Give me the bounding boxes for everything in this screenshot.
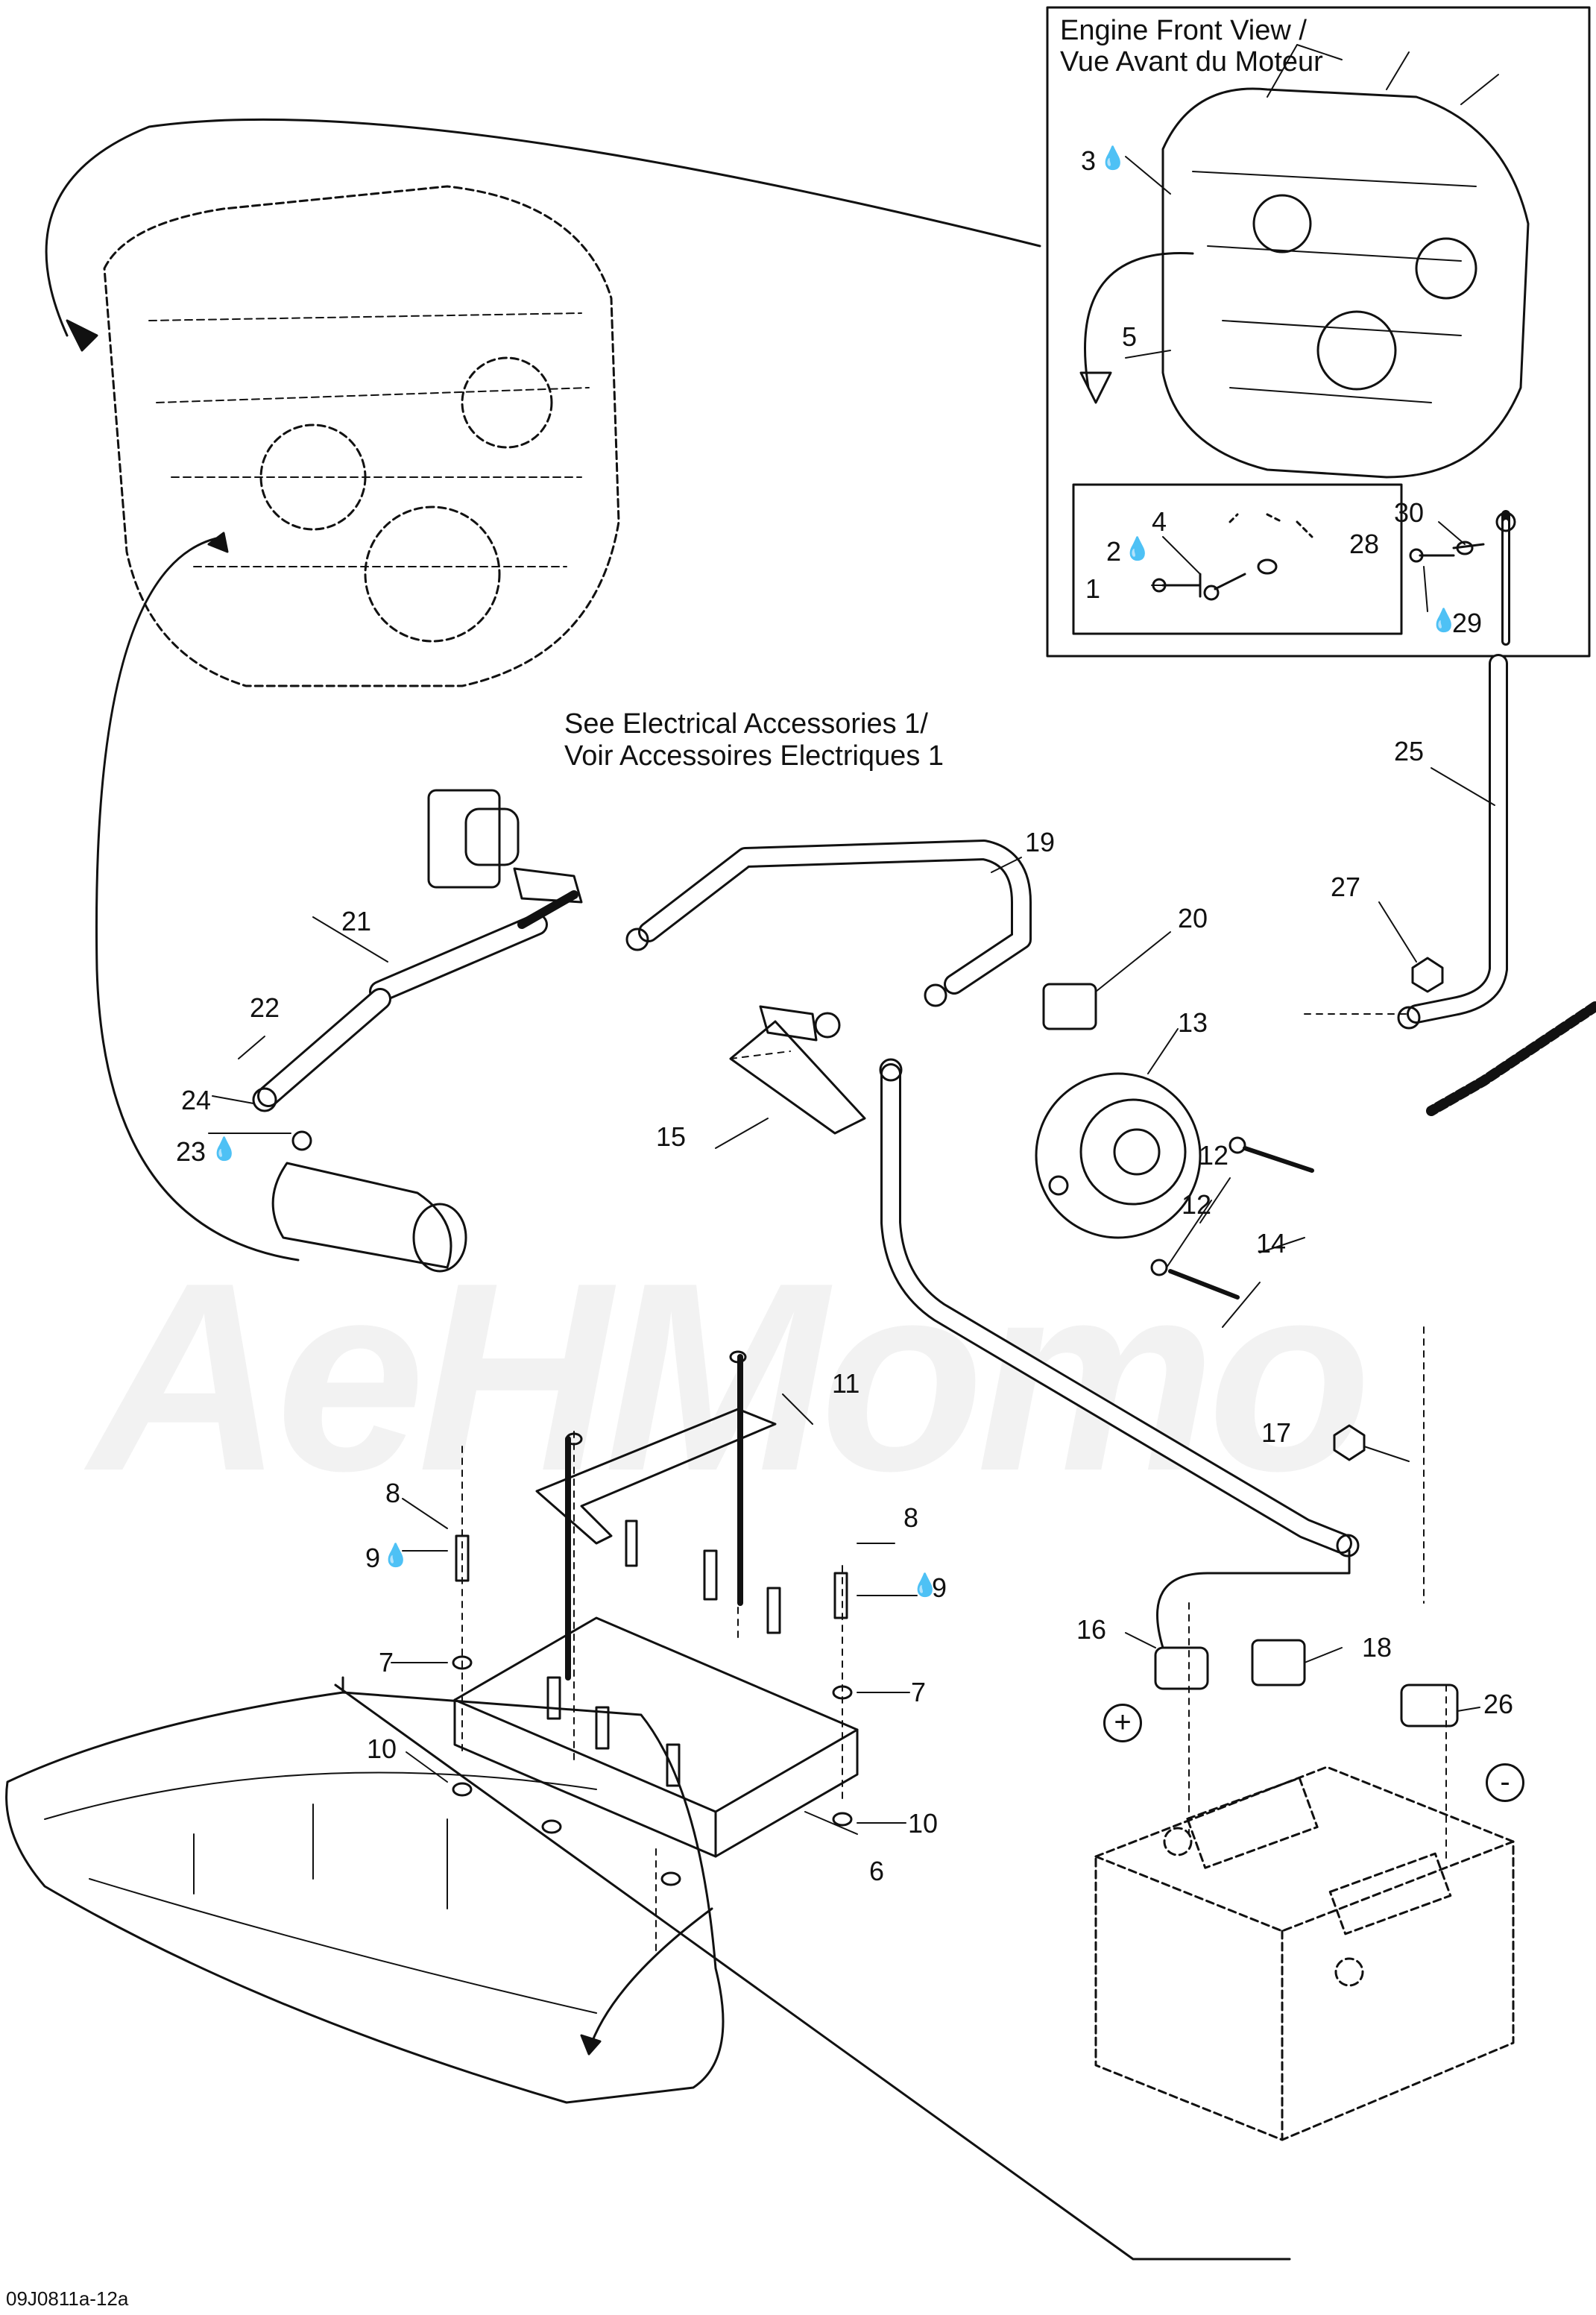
callout-leaders <box>208 156 1495 1835</box>
callout-9b: 9 <box>932 1572 947 1603</box>
leader-engine-to-starter <box>95 535 300 1262</box>
drawing-code: 09J0811a-12a <box>6 2287 129 2310</box>
callout-1: 1 <box>1085 573 1101 604</box>
terminal-cover-15 <box>729 1005 866 1135</box>
callout-24: 24 <box>181 1085 212 1115</box>
leader-engine-to-inset <box>45 118 1041 337</box>
battery <box>1094 1766 1515 2141</box>
callout-18: 18 <box>1362 1632 1392 1663</box>
lubricant-drop-icon: 💧 <box>1099 146 1127 171</box>
clamp-cover-18 <box>1251 1639 1306 1686</box>
inset-title-line1: Engine Front View / <box>1060 15 1307 46</box>
callout-23: 23 <box>176 1136 206 1167</box>
callout-15: 15 <box>656 1121 687 1152</box>
callout-19: 19 <box>1025 827 1056 857</box>
note-line1: See Electrical Accessories 1/ <box>564 708 928 740</box>
callout-20: 20 <box>1178 903 1208 933</box>
callout-2: 2 <box>1106 536 1122 567</box>
callout-28: 28 <box>1349 529 1380 559</box>
callout-14: 14 <box>1256 1228 1287 1259</box>
terminal-cover-20 <box>1042 983 1097 1030</box>
negative-clamp-26 <box>1400 1684 1459 1727</box>
assembly-lines <box>461 1013 1447 1954</box>
callout-7b: 7 <box>911 1677 927 1707</box>
positive-terminal-symbol: + <box>1103 1704 1142 1742</box>
callout-6: 6 <box>869 1856 885 1886</box>
bolts <box>455 1354 848 1787</box>
nut-17 <box>1333 1424 1366 1461</box>
nut-27 <box>1411 957 1444 993</box>
callout-25: 25 <box>1394 736 1425 766</box>
callout-13: 13 <box>1178 1007 1208 1038</box>
lubricant-drop-icon: 💧 <box>210 1137 239 1162</box>
washers <box>452 1350 853 1886</box>
callout-5: 5 <box>1122 321 1138 352</box>
negative-terminal-symbol: - <box>1486 1763 1524 1802</box>
lubricant-drop-icon: 💧 <box>382 1543 410 1568</box>
cable-19 <box>625 840 1032 1007</box>
watermark: AeHMomo <box>89 1227 1372 1527</box>
boat-hull <box>5 1691 725 2104</box>
solenoid <box>427 789 583 904</box>
callout-29: 29 <box>1452 608 1483 638</box>
callout-12b: 12 <box>1182 1189 1212 1220</box>
positive-clamp-16 <box>1154 1646 1209 1690</box>
callout-8b: 8 <box>903 1502 919 1533</box>
ground-cable-25 <box>1397 654 1596 1116</box>
callout-4: 4 <box>1152 506 1167 537</box>
cable-21 <box>252 890 578 1112</box>
callout-17: 17 <box>1261 1417 1292 1448</box>
callout-9: 9 <box>365 1543 381 1573</box>
callout-10: 10 <box>367 1733 397 1764</box>
fastener-detail-box <box>1072 483 1403 635</box>
callout-8: 8 <box>385 1478 401 1508</box>
circuit-breaker-13 <box>1035 1072 1202 1239</box>
note-line2: Voir Accessoires Electriques 1 <box>564 740 944 772</box>
lubricant-drop-icon: 💧 <box>1430 608 1458 633</box>
callout-22: 22 <box>250 992 280 1023</box>
leader-boat <box>334 1684 1291 2261</box>
callout-11: 11 <box>832 1368 860 1399</box>
lubricant-drop-icon: 💧 <box>911 1573 939 1598</box>
callout-27: 27 <box>1331 872 1361 902</box>
positive-cable <box>879 1058 1360 1557</box>
callout-10b: 10 <box>908 1808 939 1839</box>
battery-tray-6 <box>453 1616 859 1858</box>
callout-21: 21 <box>341 906 372 936</box>
lubricant-drop-icon: 💧 <box>1123 537 1152 561</box>
callout-16: 16 <box>1076 1614 1107 1645</box>
callout-12: 12 <box>1199 1140 1229 1171</box>
inset-title-line2: Vue Avant du Moteur <box>1060 46 1323 78</box>
callout-7: 7 <box>379 1647 394 1678</box>
engine-assembly <box>103 185 620 687</box>
starter-motor <box>271 1130 467 1273</box>
callout-26: 26 <box>1483 1689 1514 1719</box>
engine-front-view-inset <box>1046 6 1591 658</box>
callout-3: 3 <box>1081 145 1097 176</box>
callout-30: 30 <box>1394 497 1425 528</box>
